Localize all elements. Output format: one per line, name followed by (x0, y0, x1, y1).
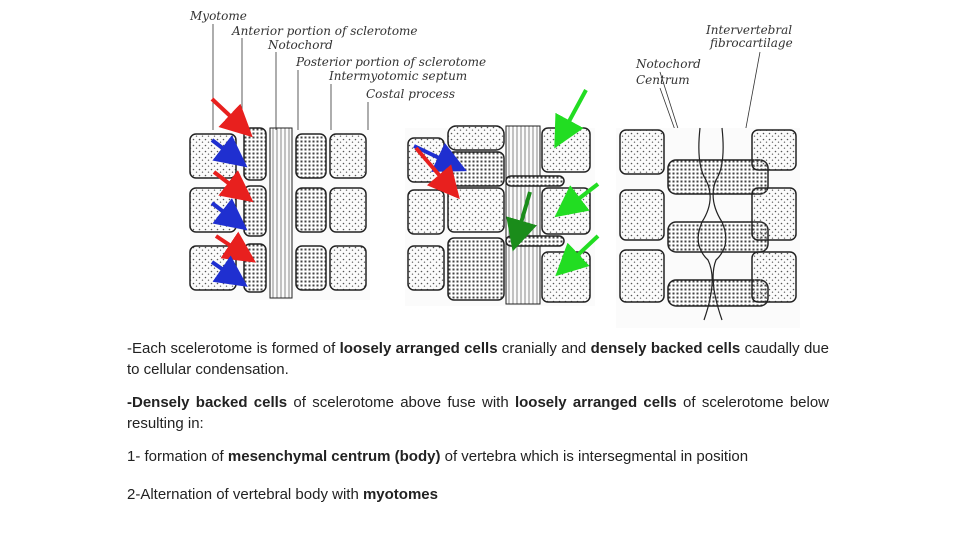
bold-span: -Densely backed cells (127, 394, 288, 411)
text-span: of vertebra which is intersegmental in p… (440, 448, 749, 465)
label-fibrocartilage: fibrocartilage (709, 36, 793, 50)
green-arrow (554, 89, 588, 149)
green-arrow (554, 182, 600, 218)
text-span: of scelerotome below resulting in: (127, 394, 830, 432)
bold-span: densely backed cells (590, 340, 741, 357)
panel-right (616, 127, 800, 328)
label-notochord-left: Notochord (267, 38, 333, 52)
paragraph-2: -Densely backed cells of scelerotome abo… (127, 392, 829, 434)
label-anterior-sclerotome: Anterior portion of sclerotome (231, 24, 418, 38)
paragraph-1: -Each scelerotome is formed of loosely a… (127, 338, 829, 380)
panel-middle (405, 125, 595, 306)
text-span: caudally due to cellular condensation. (127, 340, 829, 378)
red-arrow (212, 170, 254, 203)
label-costal-process: Costal process (366, 87, 455, 101)
sclerotome-diagram: Myotome Anterior portion of sclerotome N… (189, 9, 800, 328)
bold-span: loosely arranged cells (514, 394, 677, 411)
blue-arrow (210, 198, 248, 231)
green-arrow (555, 234, 600, 277)
text-span: 1- formation of (127, 448, 228, 465)
label-posterior-sclerotome: Posterior portion of sclerotome (295, 55, 486, 69)
arrows (210, 89, 600, 287)
label-intermyotomic-septum: Intermyotomic septum (328, 69, 467, 83)
text-span: cranially and (497, 340, 591, 357)
bold-span: loosely arranged cells (339, 340, 498, 357)
paragraph-4: 2-Alternation of vertebral body with myo… (127, 484, 829, 505)
label-notochord-right: Notochord (635, 57, 701, 71)
paragraph-3: 1- formation of mesenchymal centrum (bod… (127, 446, 829, 467)
text-span: of scelerotome above fuse with (287, 394, 515, 411)
text-span: 2-Alternation of vertebral body with (127, 486, 363, 503)
label-intervertebral: Intervertebral (705, 23, 792, 37)
panel-left (189, 127, 370, 300)
dark-green-arrow (506, 191, 537, 252)
red-arrow (214, 231, 256, 263)
bold-span: myotomes (362, 486, 438, 503)
red-arrow (414, 146, 460, 200)
bold-span: mesenchymal centrum (body) (227, 448, 441, 465)
text-area: -Each scelerotome is formed of loosely a… (127, 338, 829, 517)
text-span: -Each scelerotome is formed of (127, 340, 340, 357)
blue-arrow (210, 255, 248, 287)
red-arrow (210, 97, 253, 138)
label-myotome: Myotome (189, 9, 247, 23)
blue-arrow (413, 142, 467, 172)
blue-arrow (210, 135, 248, 168)
